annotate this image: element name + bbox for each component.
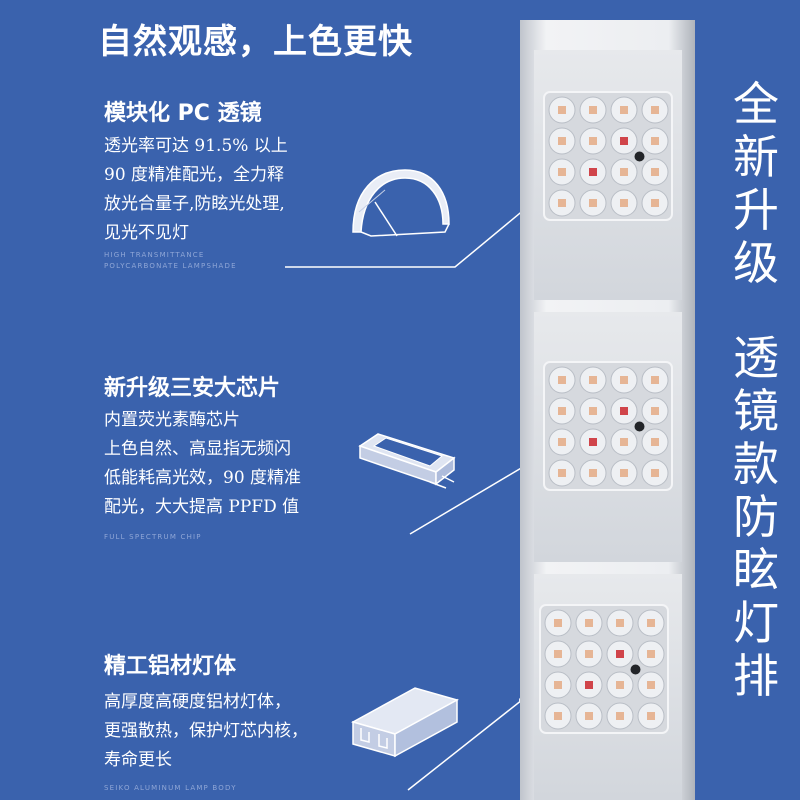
feature-sub-line: HIGH TRANSMITTANCE: [104, 251, 205, 259]
side-char: 升: [733, 183, 779, 237]
led-chip-warm: [558, 106, 566, 114]
feature-line: 低能耗高光效，90 度精准: [104, 468, 302, 488]
feature-sub-line: SEIKO ALUMINUM LAMP BODY: [104, 784, 237, 792]
led-chip-warm: [589, 407, 597, 415]
feature-title-chip: 新升级三安大芯片: [104, 376, 281, 401]
feature-sub-lens: HIGH TRANSMITTANCE POLYCARBONATE LAMPSHA…: [104, 250, 237, 272]
led-chip-warm: [558, 199, 566, 207]
side-char: 透: [733, 331, 779, 385]
led-chip-warm: [647, 681, 655, 689]
feature-line: 高厚度高硬度铝材灯体，: [104, 692, 291, 712]
led-chip-warm: [554, 681, 562, 689]
led-chip-warm: [620, 199, 628, 207]
led-chip-warm: [558, 137, 566, 145]
led-chip-warm: [647, 619, 655, 627]
led-chip-warm: [585, 619, 593, 627]
led-chip-warm: [589, 106, 597, 114]
feature-title-aluminum: 精工铝材灯体: [104, 654, 237, 679]
headline: 自然观感，上色更快: [98, 22, 413, 62]
led-chip-warm: [651, 168, 659, 176]
led-chip-warm: [647, 650, 655, 658]
led-chip-warm: [647, 712, 655, 720]
led-chip-warm: [651, 469, 659, 477]
side-text-upgrade: 全 新 升 级: [724, 78, 788, 290]
led-chip-warm: [651, 376, 659, 384]
feature-line: 透光率可达 91.5% 以上: [104, 136, 288, 156]
side-char: 灯: [733, 596, 779, 650]
feature-line: 更强散热，保护灯芯内核，: [104, 721, 308, 741]
side-char: 防: [733, 490, 779, 544]
feature-sub-aluminum: SEIKO ALUMINUM LAMP BODY: [104, 783, 237, 794]
led-chip-warm: [585, 712, 593, 720]
led-chip-warm: [651, 106, 659, 114]
led-panel: [539, 604, 669, 734]
feature-sub-line: FULL SPECTRUM CHIP: [104, 533, 202, 541]
led-chip-warm: [589, 376, 597, 384]
led-chip-warm: [558, 168, 566, 176]
feature-line: 90 度精准配光，全力释: [104, 165, 285, 185]
side-text-lens-bar: 透 镜 款 防 眩 灯 排: [724, 332, 788, 703]
led-chip-red: [620, 137, 628, 145]
feature-line: 配光，大大提高 PPFD 值: [104, 497, 300, 517]
led-chip-red: [589, 168, 597, 176]
light-sensor: [630, 664, 641, 675]
led-chip-warm: [651, 407, 659, 415]
led-chip-warm: [554, 619, 562, 627]
feature-line: 放光合量子,防眩光处理,: [104, 194, 285, 214]
aluminum-profile-icon: [351, 687, 459, 758]
led-chip-warm: [554, 712, 562, 720]
side-char: 镜: [733, 384, 779, 438]
led-panel: [543, 91, 673, 221]
led-chip-red: [616, 650, 624, 658]
feature-title-lens: 模块化 PC 透镜: [104, 101, 262, 126]
feature-body-chip: 内置荧光素酶芯片 上色自然、高显指无频闪 低能耗高光效，90 度精准 配光，大大…: [104, 406, 301, 522]
led-chip-warm: [589, 199, 597, 207]
led-chip-warm: [616, 619, 624, 627]
side-char: 全: [733, 77, 779, 131]
led-chip-warm: [554, 650, 562, 658]
led-chip-warm: [558, 376, 566, 384]
feature-line: 见光不见灯: [104, 223, 189, 243]
side-char: 款: [733, 437, 779, 491]
led-chip-warm: [620, 106, 628, 114]
feature-line: 上色自然、高显指无频闪: [104, 439, 291, 459]
led-chip-warm: [651, 199, 659, 207]
feature-sub-chip: FULL SPECTRUM CHIP: [104, 532, 202, 543]
feature-sub-line: POLYCARBONATE LAMPSHADE: [104, 262, 237, 270]
led-chip-warm: [616, 712, 624, 720]
led-chip-warm: [651, 137, 659, 145]
side-char: 眩: [733, 543, 779, 597]
led-chip-warm: [589, 137, 597, 145]
feature-line: 内置荧光素酶芯片: [104, 410, 240, 430]
feature-line: 寿命更长: [104, 750, 172, 770]
side-char: 排: [733, 649, 779, 703]
led-chip-warm: [558, 469, 566, 477]
lens-icon: [352, 169, 450, 237]
led-chip-warm: [620, 376, 628, 384]
feature-body-aluminum: 高厚度高硬度铝材灯体， 更强散热，保护灯芯内核， 寿命更长: [104, 688, 308, 775]
led-chip-red: [620, 407, 628, 415]
feature-body-lens: 透光率可达 91.5% 以上 90 度精准配光，全力释 放光合量子,防眩光处理,…: [104, 132, 288, 248]
led-chip-warm: [620, 168, 628, 176]
led-chip-warm: [620, 469, 628, 477]
led-chip-warm: [651, 438, 659, 446]
chip-icon: [358, 433, 456, 489]
side-char: 新: [733, 130, 779, 184]
led-chip-red: [585, 681, 593, 689]
led-chip-warm: [558, 407, 566, 415]
led-chip-warm: [620, 438, 628, 446]
led-chip-warm: [585, 650, 593, 658]
led-chip-red: [589, 438, 597, 446]
led-chip-warm: [558, 438, 566, 446]
light-sensor: [634, 421, 645, 432]
led-panel: [543, 361, 673, 491]
led-chip-warm: [589, 469, 597, 477]
led-chip-warm: [616, 681, 624, 689]
side-char: 级: [733, 236, 779, 290]
lamp-bar: [520, 20, 695, 800]
light-sensor: [634, 151, 645, 162]
